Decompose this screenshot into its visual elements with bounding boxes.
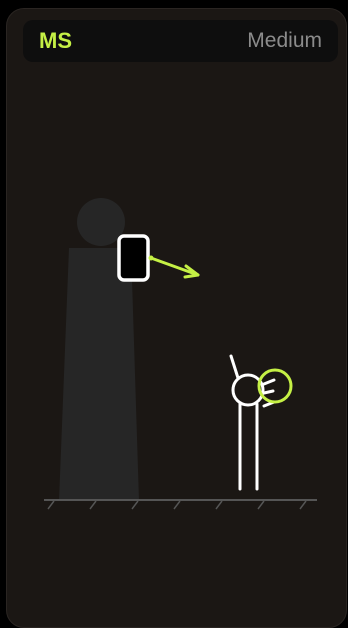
ground-line xyxy=(44,500,317,509)
stick-figure-icon xyxy=(231,356,274,489)
phone-camera-icon xyxy=(119,236,148,280)
silhouette-body xyxy=(59,248,139,501)
arrow-icon xyxy=(149,256,199,278)
